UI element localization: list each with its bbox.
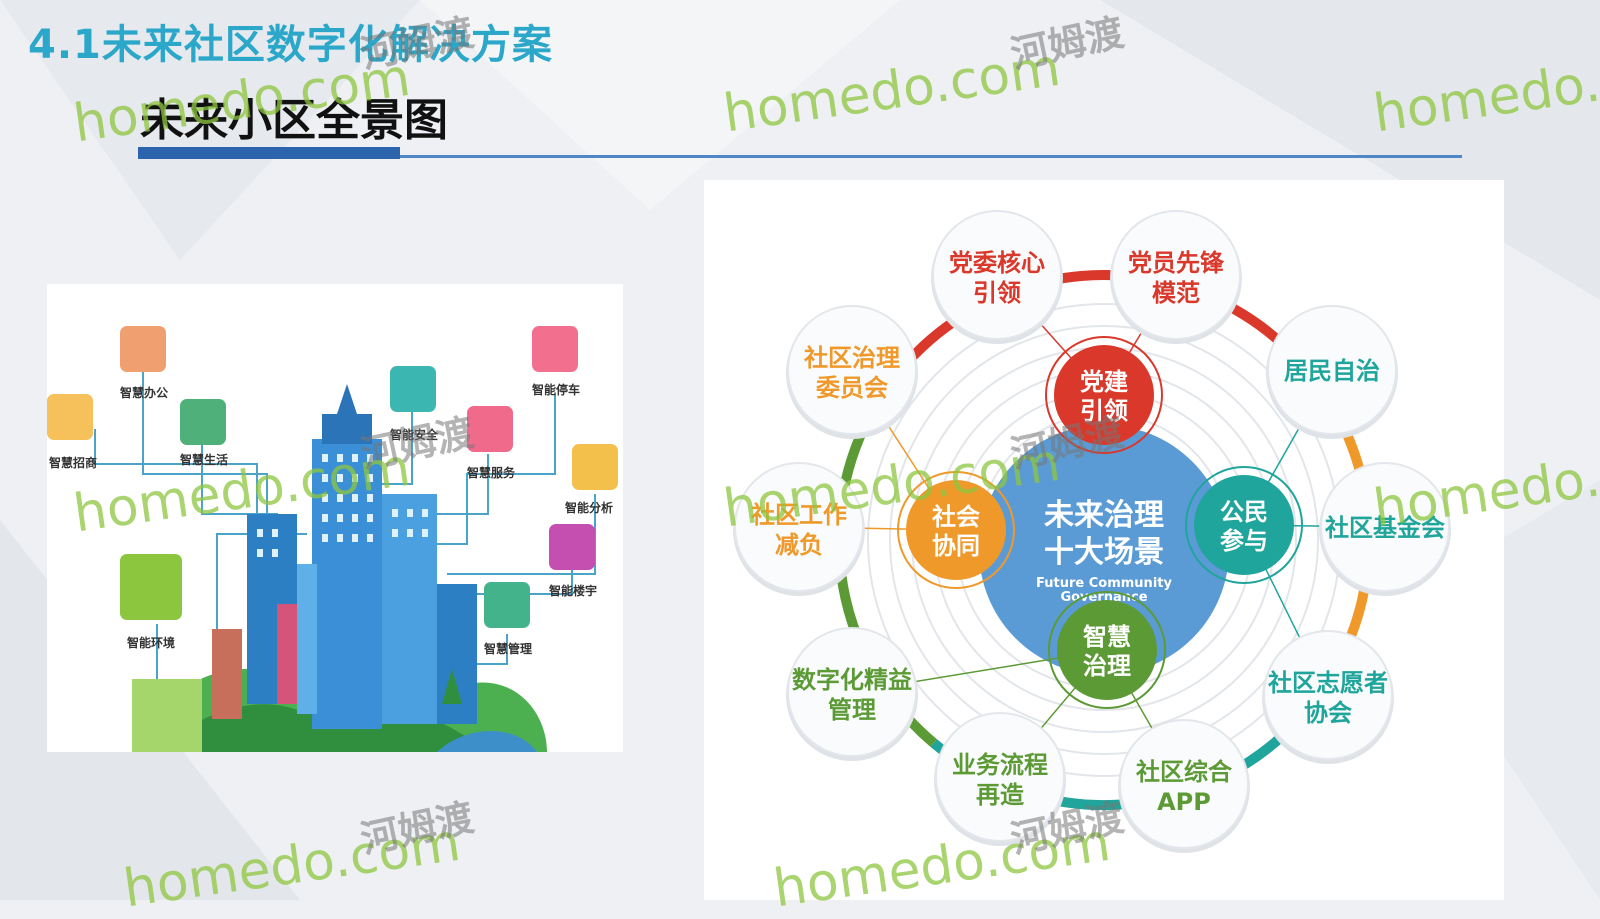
building-icon — [549, 524, 595, 570]
icon-label-environment: 智能环境 — [127, 636, 176, 650]
scene-volunteer — [1263, 630, 1393, 760]
office-icon — [120, 326, 166, 372]
center-en-line-2: Governance — [1060, 590, 1147, 605]
scene-app — [1119, 719, 1249, 849]
scene-core-label-1: 党委核心 — [949, 249, 1045, 277]
scene-core-label-2: 引领 — [973, 279, 1021, 307]
pillar-public-halo — [1185, 466, 1303, 584]
management-icon — [484, 582, 530, 628]
scene-lean — [787, 627, 917, 757]
scene-pioneer-label-2: 模范 — [1152, 279, 1200, 307]
analysis-icon — [572, 444, 618, 490]
investment-icon — [47, 394, 93, 440]
scene-fund-label-1: 社区基金会 — [1325, 514, 1445, 542]
icon-label-management: 智慧管理 — [484, 642, 533, 656]
scene-pioneer — [1111, 210, 1241, 340]
icon-label-life: 智慧生活 — [180, 453, 229, 467]
icon-label-office: 智慧办公 — [120, 386, 169, 400]
scene-committee-label-1: 社区治理 — [804, 344, 900, 372]
main-title: 4.1未来社区数字化解决方案 — [28, 22, 553, 68]
pillar-party-label-2: 引领 — [1080, 397, 1128, 425]
center-title-line-1: 未来治理 — [1044, 498, 1164, 533]
scene-process-label-2: 再造 — [976, 781, 1024, 809]
pillar-social-halo — [897, 471, 1015, 589]
scene-lean-label-2: 管理 — [828, 696, 876, 724]
center-circle — [979, 425, 1229, 675]
pillar-party — [1054, 345, 1154, 445]
icon-label-building: 智能楼宇 — [549, 584, 598, 598]
pillar-public-label-1: 公民 — [1220, 498, 1268, 526]
icon-label-parking: 智能停车 — [532, 383, 581, 397]
pillar-social-label-1: 社会 — [932, 503, 980, 531]
scene-burden-label-1: 社区工作 — [751, 501, 847, 529]
scene-core — [932, 210, 1062, 340]
scene-process-label-1: 业务流程 — [952, 751, 1048, 779]
icon-label-analysis: 智能分析 — [565, 501, 614, 515]
scene-committee-label-2: 委员会 — [815, 374, 888, 402]
pillar-party-label-1: 党建 — [1080, 368, 1128, 396]
scene-burden — [734, 462, 864, 592]
scene-lean-label-1: 数字化精益 — [792, 666, 912, 694]
scene-volunteer-label-2: 协会 — [1304, 699, 1352, 727]
pillar-social-label-2: 协同 — [932, 532, 980, 560]
title-divider — [400, 155, 1462, 158]
security-icon — [390, 366, 436, 412]
pillar-social — [906, 480, 1006, 580]
center-title-line-2: 十大场景 — [1044, 535, 1164, 570]
scene-process — [935, 712, 1065, 842]
pillar-smart-label-2: 治理 — [1083, 652, 1131, 680]
pillar-public — [1194, 475, 1294, 575]
service-icon — [467, 406, 513, 452]
pillar-smart — [1057, 600, 1157, 700]
scene-burden-label-2: 减负 — [775, 531, 823, 559]
center-en-line-1: Future Community — [1036, 576, 1172, 591]
pillar-smart-label-1: 智慧 — [1083, 623, 1131, 651]
title-accent-bar — [138, 147, 400, 159]
icon-label-security: 智能安全 — [390, 428, 439, 442]
scene-committee — [787, 305, 917, 435]
life-icon — [180, 399, 226, 445]
icon-label-investment: 智慧招商 — [49, 456, 98, 470]
scene-app-label-1: 社区综合 — [1136, 758, 1233, 786]
scene-pioneer-label-1: 党员先锋 — [1128, 249, 1225, 277]
pillar-smart-halo — [1048, 591, 1166, 709]
pillar-public-label-2: 参与 — [1220, 527, 1268, 555]
section-title: 未来小区全景图 — [140, 95, 448, 146]
scene-autonomy-label-1: 居民自治 — [1284, 357, 1380, 385]
parking-icon — [532, 326, 578, 372]
community-panorama: 智慧办公 智慧招商 智慧生活 智能安全 智慧服务 智能停车 智能分析 智能楼宇 … — [47, 284, 623, 752]
icon-label-service: 智慧服务 — [467, 466, 516, 480]
environment-icon — [120, 554, 182, 620]
scene-autonomy — [1267, 305, 1397, 435]
pillar-party-halo — [1045, 336, 1163, 454]
scene-app-label-2: APP — [1157, 788, 1211, 816]
panorama-illustration — [94, 364, 596, 752]
ring — [889, 325, 1319, 755]
scene-fund — [1320, 462, 1450, 592]
outer-ring-arc — [870, 270, 1311, 411]
scene-volunteer-label-1: 社区志愿者 — [1268, 669, 1388, 697]
